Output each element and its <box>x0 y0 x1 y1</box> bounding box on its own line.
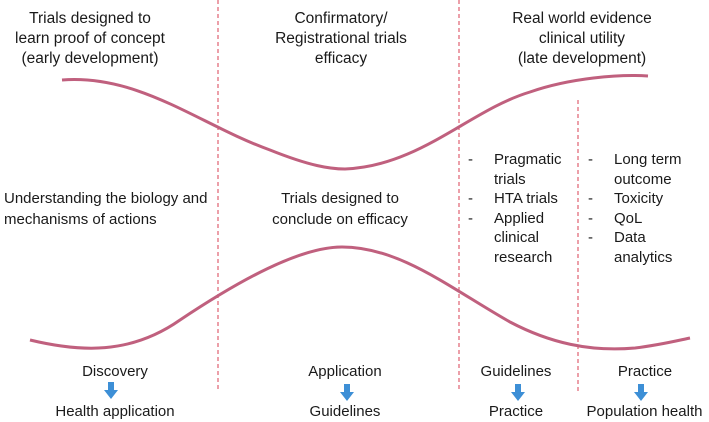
lower-wave <box>29 245 691 351</box>
header-col2: Confirmatory/ Registrational trials effi… <box>248 9 434 69</box>
middle-col2-line2: conclude on efficacy <box>272 211 408 228</box>
header-col1-line1: Trials designed to <box>29 10 151 27</box>
header-col2-line3: efficacy <box>314 50 368 67</box>
header-col3: Real world evidence clinical utility (la… <box>492 9 672 69</box>
upper-wave <box>61 74 649 171</box>
flow-bottom-1: Health application <box>55 403 175 420</box>
list-item: Toxicity <box>586 189 706 209</box>
middle-col2-line1: Trials designed to <box>281 190 399 207</box>
flow-bottom-4: Population health <box>586 403 703 420</box>
header-col2-line2: Registrational trials <box>275 30 407 47</box>
header-col3-line1: Real world evidence <box>512 10 652 27</box>
header-col1-line2: learn proof of concept <box>15 30 165 47</box>
list-item: Data analytics <box>586 228 706 267</box>
middle-col1: Understanding the biology and mechanisms… <box>4 188 207 230</box>
header-col3-line3: (late development) <box>517 50 647 67</box>
flow-top-3: Guidelines <box>480 363 552 380</box>
header-col1: Trials designed to learn proof of concep… <box>0 9 180 69</box>
list-item: QoL <box>586 209 706 229</box>
flow-top-1: Discovery <box>82 363 148 380</box>
arrow-down-icon <box>634 384 648 401</box>
header-col1-line3: (early development) <box>21 50 159 67</box>
header-col2-line1: Confirmatory/ <box>294 10 388 27</box>
col3-list: Pragmatic trials HTA trials Applied clin… <box>466 150 574 267</box>
flow-top-4: Practice <box>617 363 673 380</box>
arrow-down-icon <box>511 384 525 401</box>
list-item: Long term outcome <box>586 150 706 189</box>
header-col3-line2: clinical utility <box>538 30 626 47</box>
arrow-down-icon <box>340 384 354 401</box>
middle-col1-line1: Understanding the biology and <box>4 190 208 207</box>
arrow-down-icon <box>104 382 118 399</box>
flow-bottom-3: Practice <box>488 403 544 420</box>
col4-list: Long term outcome Toxicity QoL Data anal… <box>586 150 706 267</box>
flow-top-2: Application <box>308 363 382 380</box>
middle-col1-line2: mechanisms of actions <box>4 211 157 228</box>
list-item: HTA trials <box>466 189 574 209</box>
list-item: Applied clinical research <box>466 209 574 268</box>
middle-col2: Trials designed to conclude on efficacy <box>255 188 425 230</box>
flow-bottom-2: Guidelines <box>309 403 381 420</box>
list-item: Pragmatic trials <box>466 150 574 189</box>
